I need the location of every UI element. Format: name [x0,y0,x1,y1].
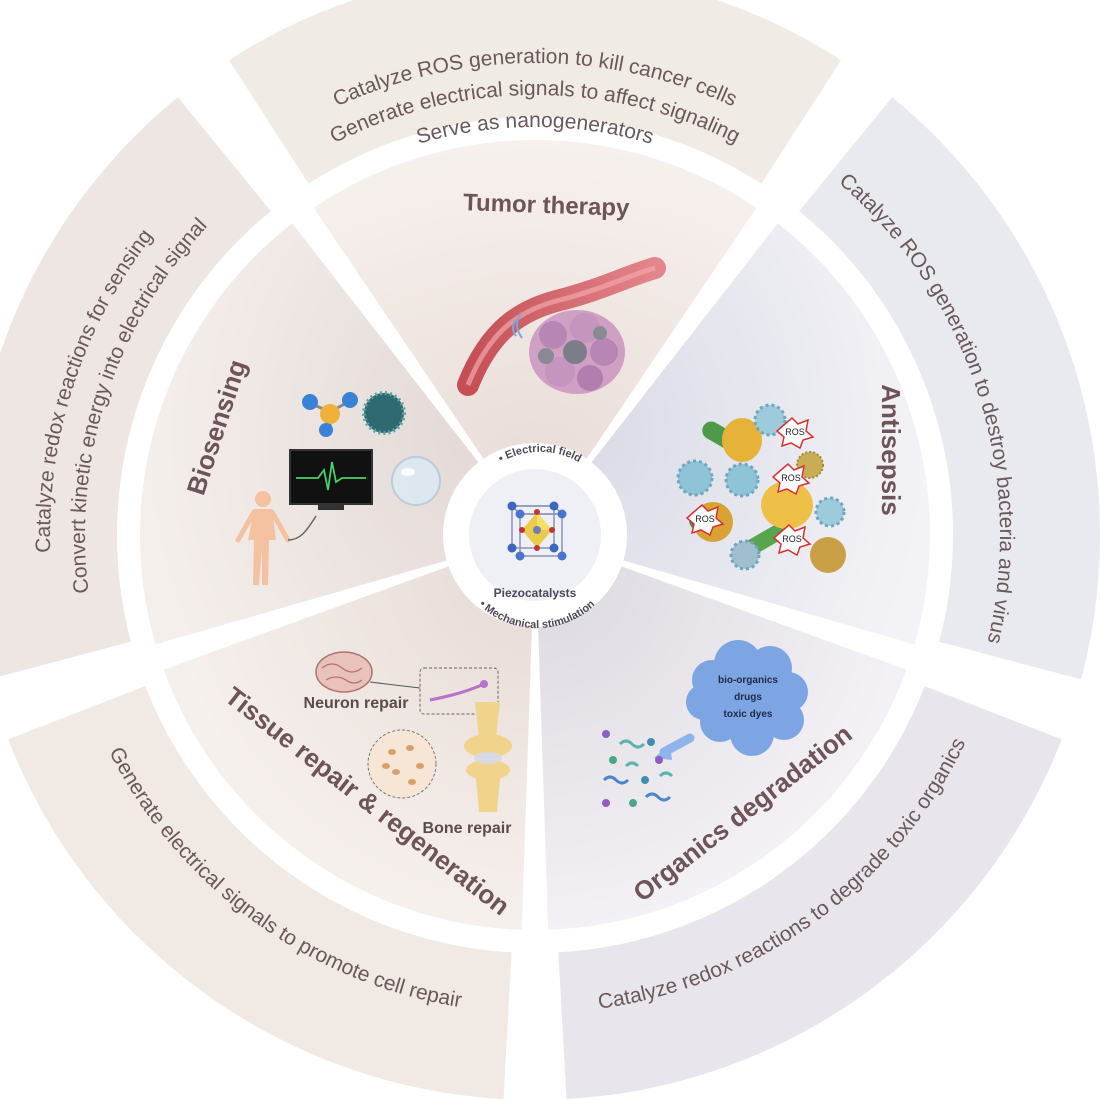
bubble-icon [391,456,441,506]
virus-icon [362,391,406,435]
ros-badge: ROS [771,462,811,496]
center-label: Piezocatalysts [494,586,577,600]
antisepsis-title: Antisepsis [876,384,906,516]
organics-outer-band [558,686,1062,1100]
tumor-outer-band [228,0,842,184]
svg-text:ROS: ROS [695,514,715,524]
bone-repair-illustration: Bone repair [367,702,512,837]
pollutant-cloud-illustration: bio-organics drugs toxic dyes [602,640,808,807]
bacteria-virus-illustration: ROS ROS ROS ROS [676,403,846,573]
biosensing-inner-sector [140,223,479,645]
cloud-label-drugs: drugs [734,692,762,703]
tumor-therapy-title: Tumor therapy [463,189,631,222]
human-figure-icon [235,491,317,585]
bone-repair-label: Bone repair [423,820,512,837]
ros-badge: ROS [685,503,725,537]
ros-badge: ROS [775,416,815,450]
cloud-label-bio-organics: bio-organics [718,675,778,686]
biosensing-outer-band [0,97,271,677]
svg-text:ROS: ROS [781,473,801,483]
cloud-label-toxic-dyes: toxic dyes [724,709,773,720]
tissue-outer-band [8,686,512,1100]
tumor-vessel-illustration [457,257,666,396]
svg-text:ROS: ROS [785,427,805,437]
crystal-lattice-icon [507,501,567,561]
neuron-repair-label: Neuron repair [304,695,409,712]
tissue-inner-sector [163,566,532,930]
molecule-icon [302,392,358,437]
neuron-repair-illustration: Neuron repair [304,651,499,715]
monitor-icon [289,449,373,510]
svg-text:ROS: ROS [782,534,802,544]
antisepsis-outer-band [799,97,1100,680]
organics-inner-sector [538,566,907,930]
ros-badge: ROS [772,523,812,557]
